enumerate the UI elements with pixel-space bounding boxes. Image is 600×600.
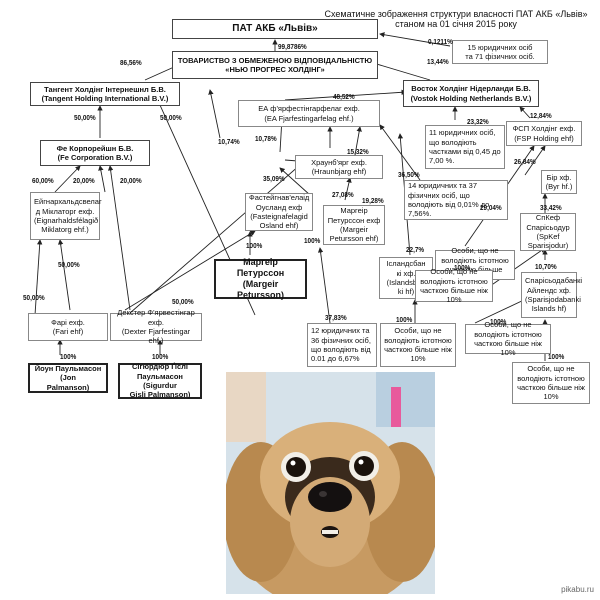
pct-label: 0,1211%	[428, 37, 453, 46]
pct-label: 50,00%	[23, 293, 45, 302]
jon-palmanson-box: Йоун Паульмасон (Jon Palmanson)	[28, 363, 108, 393]
vostok-holding-box: Восток Холдінг Нідерланди Б.В. (Vostok H…	[403, 80, 539, 107]
top-individuals-box: 15 юридичних осіб та 71 фізичних осіб.	[452, 40, 548, 64]
pct-label: 50,00%	[74, 113, 96, 122]
pct-label: 22,7%	[406, 245, 425, 254]
byr-box: Бір хф. (Byr hf.)	[541, 170, 577, 194]
watermark: pikabu.ru	[561, 585, 594, 594]
pct-label: 50,00%	[58, 260, 80, 269]
non-significant-owners-box-4: Особи, що не володіють істотною часткою …	[380, 323, 456, 367]
tangent-holding-box: Тангент Холдінг Інтернешнл Б.В. (Tangent…	[30, 82, 180, 106]
sparisjodabanki-box: Спарісьодабанкі Айлендс хф. (Sparisjodab…	[521, 272, 582, 318]
pct-label: 37,83%	[325, 313, 347, 322]
non-significant-owners-box-3: Особи, що не володіють істотною часткою …	[465, 320, 551, 357]
pct-label: 10,78%	[255, 134, 277, 143]
sigurdur-gisli-box: Сігюрдюр Ґіслі Паульмасон (Sigurdur Gisl…	[118, 362, 202, 399]
dexter-box: Декстер Ф'ярвестінгар ехф. (Dexter Fjarf…	[110, 308, 202, 345]
pct-label: 29,04%	[480, 203, 502, 212]
pct-label: 15,32%	[347, 147, 369, 156]
pct-label: 26,84%	[514, 157, 536, 166]
pct-label: 35,09%	[263, 174, 285, 183]
pct-label: 100%	[304, 236, 321, 245]
pct-label: 60,00%	[32, 176, 54, 185]
ea-fjarfestingarfelag-box: ЕА ф'ярфестінгарфелаг ехф. (EA Fjarfesti…	[238, 100, 380, 127]
legal-14-box: 14 юридичних та 37 фізичних осіб, що вол…	[404, 180, 508, 220]
pct-label: 10,74%	[218, 137, 240, 146]
pct-label: 10,70%	[535, 262, 557, 271]
pct-label: 19,28%	[362, 196, 384, 205]
pekingese-dog-illustration	[226, 372, 435, 594]
non-significant-owners-box-5: Особи, що не володіють істотною часткою …	[512, 362, 590, 404]
spkef-box: СпКеф Спарісьодур (SpKef Sparisjodur)	[520, 213, 576, 251]
pct-label: 20,00%	[120, 176, 142, 185]
diagram-title: Схематичне зображення структури власност…	[324, 9, 588, 29]
pct-label: 100%	[454, 263, 471, 272]
non-significant-owners-box-2: Особи, що не володіють істотною часткою …	[415, 267, 493, 304]
pct-label: 12,84%	[530, 111, 552, 120]
margeir-petursson-box: Маргеір Петурссон (Margeir Petursson)	[214, 257, 307, 300]
dog-photo	[226, 372, 435, 594]
hraunbjarg-box: Храунб'ярг ехф. (Hraunbjarg ehf)	[295, 155, 383, 179]
pct-label: 100%	[60, 352, 77, 361]
eignarhaldsfelag-box: Ейгнархальдсвелаг д Міклаторг ехф. (Eign…	[30, 192, 102, 240]
pct-label: 100%	[396, 315, 413, 324]
pct-label: 23,32%	[467, 117, 489, 126]
new-progress-holding-box: ТОВАРИСТВО З ОБМЕЖЕНОЮ ВІДПОВІДАЛЬНІСТЮ …	[172, 51, 378, 79]
bank-box: ПАТ АКБ «Львів»	[172, 19, 378, 39]
pct-label: 100%	[548, 352, 565, 361]
pct-label: 48,52%	[333, 92, 355, 101]
pct-label: 33,42%	[540, 203, 562, 212]
pct-label: 50,00%	[160, 113, 182, 122]
margeir-ehf-box: Маргеір Петурссон ехф (Margeir Petursson…	[323, 205, 385, 245]
legal-11-box: 11 юридичних осіб, що володіють частками…	[425, 125, 505, 169]
pct-label: 86,56%	[120, 58, 142, 67]
fasteignafelagid-box: Фастейгнав'елаід Оусланд ехф (Fasteignaf…	[245, 193, 313, 231]
pct-label: 50,00%	[172, 297, 194, 306]
pct-label: 13,44%	[427, 57, 449, 66]
pct-label: 100%	[152, 352, 169, 361]
legal-12-box: 12 юридичних та 36 фізичних осіб, що вол…	[307, 323, 377, 367]
pct-label: 27,08%	[332, 190, 354, 199]
pct-label: 100%	[246, 241, 263, 250]
fari-box: Фарі ехф. (Fari ehf)	[28, 313, 108, 341]
fsp-holding-box: ФСП Холдінг ехф. (FSP Holding ehf)	[506, 121, 582, 146]
fe-corporation-box: Фе Корпорейшн Б.В. (Fe Corporation B.V.)	[40, 140, 150, 166]
pct-label: 20,00%	[73, 176, 95, 185]
pct-label: 100%	[490, 317, 507, 326]
pct-label: 36,50%	[398, 170, 420, 179]
pct-label: 99,8786%	[278, 42, 307, 51]
